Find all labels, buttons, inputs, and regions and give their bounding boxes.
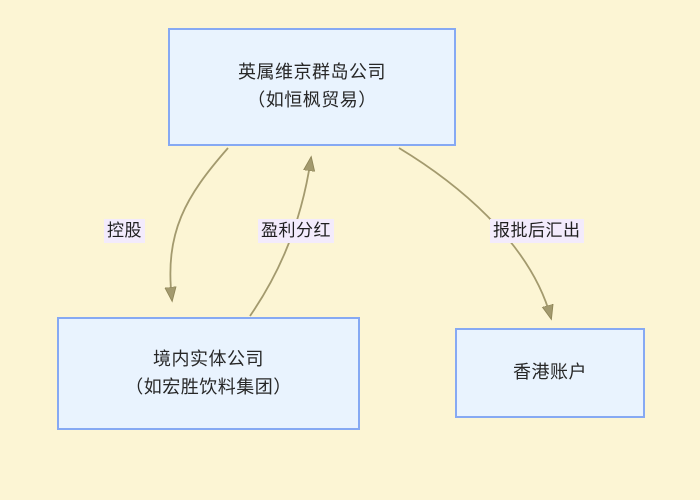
- node-bvi-line-1: 英属维京群岛公司: [238, 62, 386, 83]
- node-hk-line-1: 香港账户: [513, 362, 587, 383]
- node-hk-account[interactable]: 香港账户: [455, 328, 645, 418]
- node-domestic-line-1: 境内实体公司: [153, 348, 264, 369]
- node-domestic-line-2: （如宏胜饮料集团）: [125, 376, 292, 397]
- node-domestic-entity[interactable]: 境内实体公司 （如宏胜饮料集团）: [57, 317, 360, 430]
- node-bvi-company[interactable]: 英属维京群岛公司 （如恒枫贸易）: [168, 28, 456, 146]
- edge-holding-arrow: [170, 147, 229, 300]
- edge-label-holding: 控股: [104, 219, 145, 244]
- edge-label-dividend: 盈利分红: [258, 219, 334, 244]
- edge-remit-arrow: [398, 147, 551, 318]
- edge-dividend-arrow: [249, 158, 311, 317]
- edge-label-remit: 报批后汇出: [490, 219, 584, 244]
- node-bvi-line-2: （如恒枫贸易）: [247, 90, 377, 110]
